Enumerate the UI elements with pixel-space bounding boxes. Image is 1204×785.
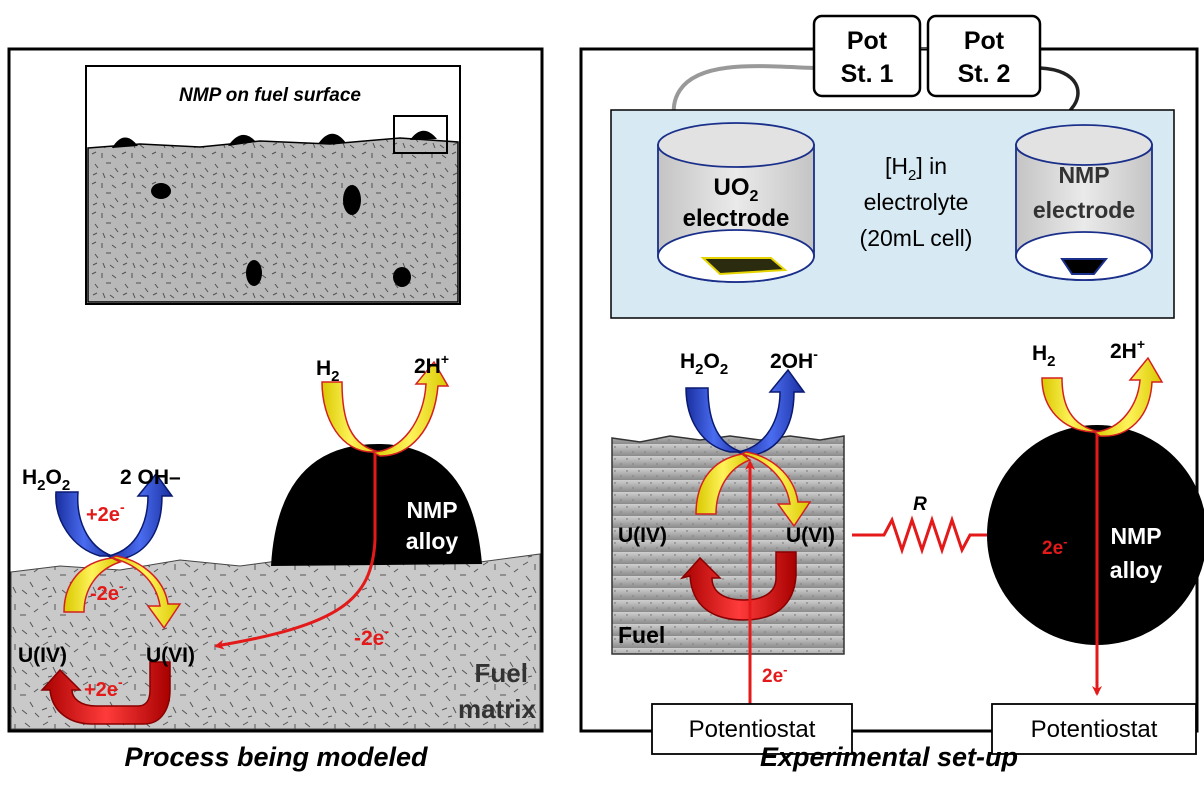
left-plus2e: +2e- — [86, 499, 125, 526]
left-caption: Process being modeled — [124, 742, 428, 772]
cell-volume-label: (20mL cell) — [860, 225, 973, 251]
left-h2o2-label: H2O2 — [22, 466, 70, 494]
uo2-label: UO2 — [714, 174, 759, 205]
fuel-matrix-label-1: Fuel — [475, 658, 528, 688]
left-nmp-label-2: alloy — [406, 528, 459, 554]
left-h2-label: H2 — [316, 357, 340, 385]
right-2hplus-label: 2H+ — [1110, 336, 1145, 363]
pot2-line1: Pot — [964, 27, 1005, 55]
left-oh-label: 2 OH– — [120, 466, 181, 489]
right-nmp-label-1: NMP — [1110, 523, 1161, 549]
left-h2-oxidation-arrows — [321, 360, 450, 457]
right-u4-label: U(IV) — [618, 524, 667, 547]
left-peroxide-arrows — [40, 472, 182, 725]
pot-station-1: Pot St. 1 — [812, 14, 922, 98]
potentiostat-left: Potentiostat — [651, 703, 853, 755]
right-caption: Experimental set-up — [760, 742, 1018, 772]
pot1-line2: St. 1 — [841, 60, 894, 88]
cell-h2-label: [H2] in — [885, 153, 947, 184]
left-u6-label: U(VI) — [146, 644, 195, 667]
left-plus2e-bottom: +2e- — [84, 674, 123, 701]
nmp-electrode — [1015, 124, 1153, 281]
right-u6-label: U(VI) — [786, 524, 835, 547]
resistor — [852, 515, 992, 555]
left-minus2e: -2e- — [90, 578, 124, 605]
potentiostat-right: Potentiostat — [991, 703, 1197, 755]
right-h2o2-label: H2O2 — [680, 350, 728, 378]
pot2-line2: St. 2 — [958, 60, 1011, 88]
left-electron-arrow — [214, 454, 377, 650]
fuel-label: Fuel — [618, 622, 665, 648]
potentiostat-left-label: Potentiostat — [689, 716, 816, 743]
uo2-electrode-label: electrode — [683, 205, 790, 232]
right-oh-label: 2OH- — [770, 346, 818, 373]
right-nmp-label-2: alloy — [1110, 557, 1163, 583]
nmp-electrode-label-1: NMP — [1058, 162, 1109, 188]
potentiostat-right-label: Potentiostat — [1031, 716, 1158, 743]
right-h2-oxidation-arrows — [1041, 356, 1164, 437]
right-h2-label: H2 — [1032, 342, 1056, 370]
fuel-matrix-label-2: matrix — [458, 694, 537, 724]
resistor-label: R — [913, 494, 927, 515]
left-2hplus-label: 2H+ — [414, 351, 449, 378]
right-peroxide-arrows — [679, 368, 812, 621]
right-nmp-2e-label: 2e- — [1042, 534, 1067, 559]
nmp-electrode-label-2: electrode — [1033, 197, 1135, 223]
left-arrow-minus2e: -2e- — [354, 623, 389, 650]
pot1-line1: Pot — [847, 27, 888, 55]
pot-station-2: Pot St. 2 — [926, 14, 1042, 98]
cell-electrolyte-label: electrolyte — [864, 189, 969, 215]
left-nmp-label-1: NMP — [406, 497, 457, 523]
right-2e-label: 2e- — [762, 662, 787, 687]
uo2-electrode — [657, 122, 815, 283]
left-u4-label: U(IV) — [18, 644, 67, 667]
nmp-surface-inset: NMP on fuel surface — [85, 65, 461, 305]
inset-title: NMP on fuel surface — [179, 85, 361, 106]
